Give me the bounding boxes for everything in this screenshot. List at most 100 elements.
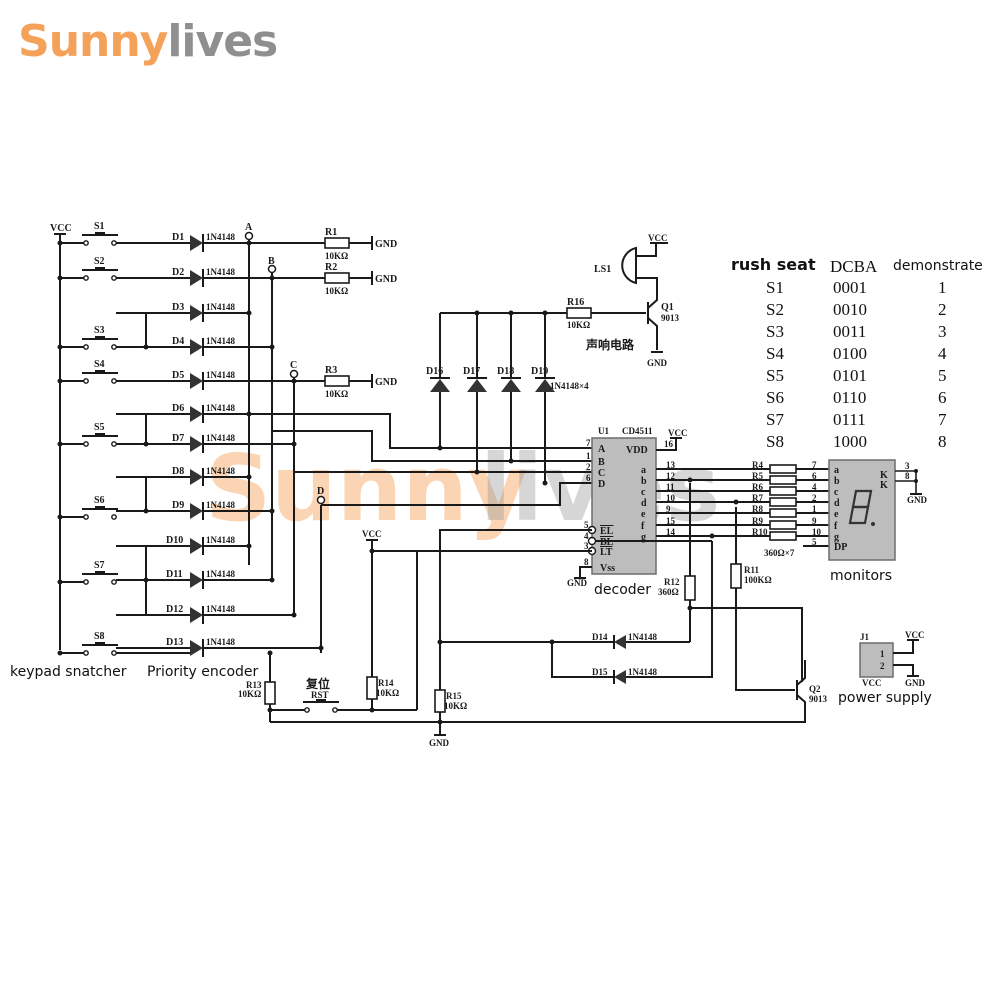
- table-cell-dcba: 1000: [833, 432, 867, 451]
- diode-icon: [190, 339, 203, 355]
- display-pin-number: 1: [812, 504, 817, 514]
- decoder-output-pin: 9: [666, 504, 671, 514]
- display-k2-pin: 8: [905, 471, 910, 481]
- table-cell-seat: S8: [766, 432, 784, 451]
- diode-icon: [190, 503, 203, 519]
- node-label-b: B: [268, 256, 275, 267]
- diode-icon: [190, 607, 203, 623]
- table-cell-dcba: 0001: [833, 278, 867, 297]
- display-pin-name: a: [834, 465, 839, 476]
- decoder-ref: U1: [598, 426, 609, 436]
- sound-diode-18: D18: [497, 310, 521, 464]
- diode-ref: D9: [172, 500, 184, 511]
- switch-3: S3: [57, 325, 118, 350]
- decoder-output-name: d: [641, 498, 647, 509]
- display-pin-name: f: [834, 521, 838, 532]
- diode-part: 1N4148: [206, 433, 235, 443]
- diode-d14-icon: [614, 635, 626, 649]
- diode-ref: D17: [463, 366, 480, 377]
- jack-caption: power supply: [838, 690, 932, 706]
- decoder-input-pin: 6: [586, 473, 591, 483]
- resistor-r1: [324, 237, 350, 249]
- encoder-bus: A B C D: [244, 222, 326, 653]
- display-pin-name: g: [834, 532, 839, 543]
- decoder-caption: decoder: [594, 582, 651, 598]
- diode-icon: [190, 436, 203, 452]
- sound-caption: 声响电路: [585, 337, 635, 352]
- speaker-ref: LS1: [594, 264, 611, 275]
- resistor-r13: [264, 681, 276, 705]
- r12-ref: R12: [664, 577, 680, 587]
- table-cell-demonstrate: 3: [938, 322, 947, 341]
- switch-7: S7: [57, 560, 118, 585]
- speaker-vcc: VCC: [648, 233, 668, 243]
- sound-diodes-part: 1N4148×4: [550, 381, 589, 391]
- decoder-input-pin: 1: [586, 451, 591, 461]
- watermark-part1: Sunny: [205, 435, 528, 542]
- decoder-output-pin: 11: [666, 482, 675, 492]
- d14-ref: D14: [592, 632, 608, 642]
- decoder-control-pin: 8: [584, 557, 589, 567]
- decoder-input-pin: 7: [586, 438, 591, 448]
- diode-icon: [190, 373, 203, 389]
- switch-5: S5: [57, 422, 118, 447]
- table-cell-seat: S6: [766, 388, 784, 407]
- display-k2: K: [880, 480, 888, 491]
- display-pin-name: d: [834, 498, 840, 509]
- diode-ref: D2: [172, 267, 184, 278]
- encoder-diode-2: D2 1N4148: [116, 267, 275, 287]
- diode-part: 1N4148: [206, 403, 235, 413]
- diode-ref: D3: [172, 302, 184, 313]
- table-cell-demonstrate: 4: [938, 344, 947, 363]
- decoder-output-name: c: [641, 487, 646, 498]
- segment-resistor-ref: R6: [752, 482, 763, 492]
- r14-value: 10KΩ: [376, 688, 399, 698]
- decoder-control-name: EL: [600, 526, 614, 537]
- brand-logo-part1: Sunny: [18, 16, 168, 67]
- d15-ref: D15: [592, 667, 608, 677]
- diode-part: 1N4148: [206, 267, 235, 277]
- table-cell-dcba: 0010: [833, 300, 867, 319]
- table-header-seat: rush seat: [731, 255, 816, 274]
- table-cell-dcba: 0011: [833, 322, 866, 341]
- keypad-caption: keypad snatcher: [10, 664, 127, 680]
- display-pin-number: 2: [812, 493, 817, 503]
- segment-resistor-ref: R7: [752, 493, 763, 503]
- r2-gnd: GND: [375, 274, 397, 285]
- segment-resistor-ref: R5: [752, 471, 763, 481]
- segment-resistor: [769, 475, 797, 485]
- segment-resistor: [769, 497, 797, 507]
- diode-ref: D1: [172, 232, 184, 243]
- table-cell-dcba: 0110: [833, 388, 866, 407]
- r13-value: 10KΩ: [238, 689, 261, 699]
- diode-ref: D4: [172, 336, 184, 347]
- q1-ref: Q1: [661, 302, 674, 313]
- resistor-r2: [324, 272, 350, 284]
- sound-diode-17: D17: [463, 310, 487, 475]
- display-pin-number: 9: [812, 516, 817, 526]
- diode-ref: D6: [172, 403, 184, 414]
- r15-gnd: GND: [429, 738, 450, 748]
- table-cell-seat: S2: [766, 300, 784, 319]
- resistor-r16: [566, 307, 592, 319]
- display-pin-number: 6: [812, 471, 817, 481]
- diode-icon: [190, 305, 203, 321]
- decoder-input-pin: 2: [586, 462, 591, 472]
- table-cell-dcba: 0100: [833, 344, 867, 363]
- r1-gnd: GND: [375, 239, 397, 250]
- pulldown-resistors: R1 10KΩ GND R2 10KΩ GND R3 10KΩ GND: [249, 227, 397, 399]
- r3-gnd: GND: [375, 377, 397, 388]
- diode-icon: [430, 379, 450, 392]
- sound-diode-16: D16: [426, 313, 450, 451]
